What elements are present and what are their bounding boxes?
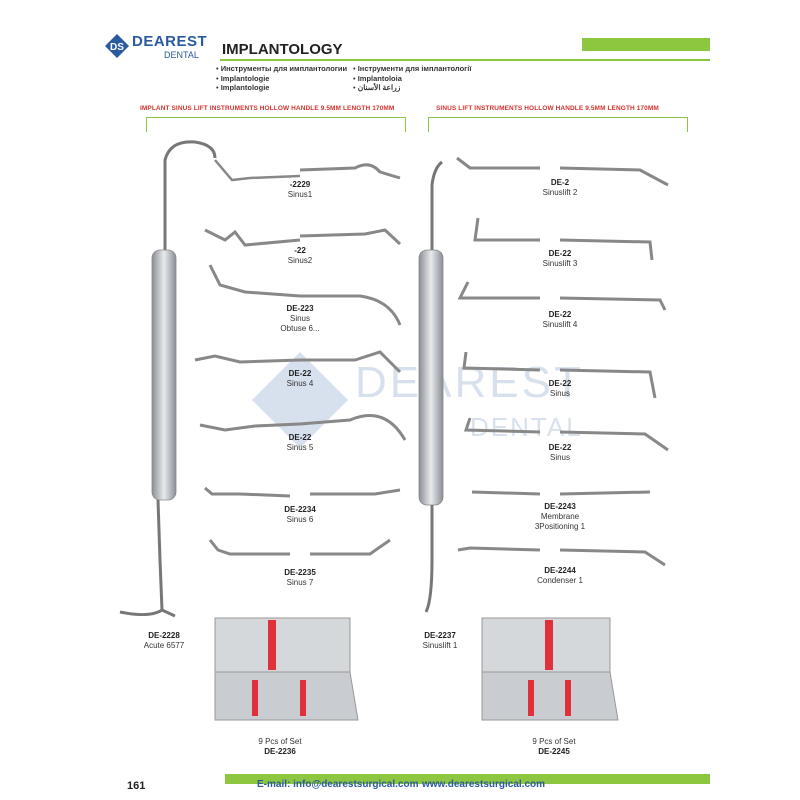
page-number: 161 [127,780,146,792]
svg-text:DS: DS [110,42,124,53]
footer-website-link[interactable]: www.dearestsurgical.com [422,779,546,790]
brand-name: DEAREST [132,33,208,50]
brand-logo: DS DEAREST DENTAL [104,33,208,63]
page-title: IMPLANTOLOGY [222,41,343,58]
subtitle-uk: • Інструменти для імплантології [353,64,472,73]
subtitle-ar: • زراعة الأسنان [353,83,401,92]
section-heading-left: IMPLANT SINUS LIFT INSTRUMENTS HOLLOW HA… [140,105,395,112]
left-small-instruments [194,159,407,556]
tray-left [214,617,359,721]
subtitle-fr: • Implantologie [216,83,270,92]
brand-sub: DENTAL [164,50,199,60]
subtitle-ru: • Инструменты для имплантологии [216,64,348,73]
brand-mark-icon: DS [105,34,129,58]
section-heading-right: SINUS LIFT INSTRUMENTS HOLLOW HANDLE 9.5… [436,105,659,112]
subtitles-right: • Інструменти для імплантології • Implan… [353,64,472,93]
subtitle-ro: • Implantoloia [353,73,402,83]
big-instrument-left [119,140,217,618]
big-instrument-right [418,160,444,613]
subtitles-left: • Инструменты для имплантологии • Implan… [216,64,347,93]
header-divider [220,59,710,61]
section-bracket-left [146,117,406,132]
watermark-subtext: DENTAL [470,412,583,442]
tray-right [481,617,619,721]
footer-email[interactable]: E-mail: info@dearestsurgical.com [257,779,419,790]
right-small-instruments [456,156,669,567]
header-accent-bar [582,38,710,51]
subtitle-de: • Implantologie [216,73,270,83]
section-bracket-right [428,117,688,132]
footer-accent-bar [225,774,710,784]
